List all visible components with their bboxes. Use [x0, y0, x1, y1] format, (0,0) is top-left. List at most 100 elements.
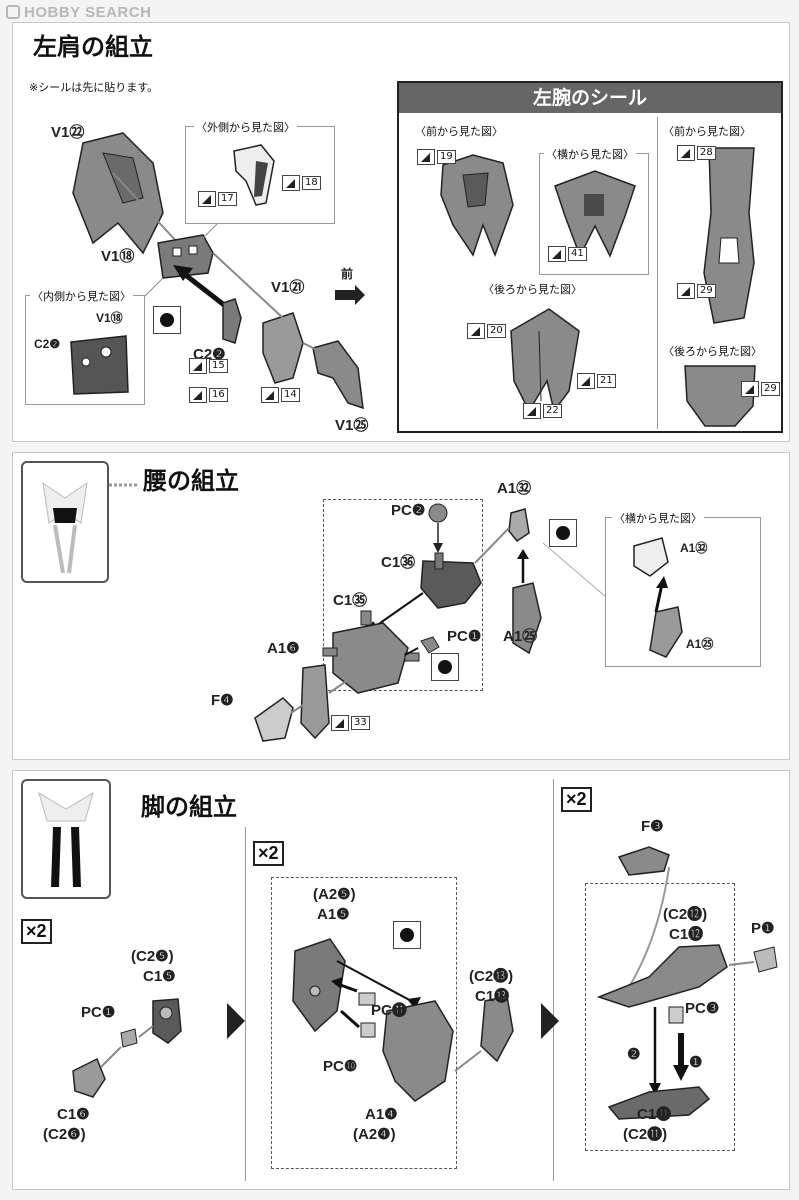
part-f3: [617, 846, 670, 876]
sticker-29-back: 29: [741, 381, 780, 397]
label-step1-c2-6: (C2❻): [43, 1126, 86, 1143]
sticker-33: 33: [331, 715, 370, 731]
step-arrow-2: [541, 1003, 559, 1039]
section-legs: 脚の組立 ×2 ×2 ×2 (C2❺) C1❺ PC❶ C1❻ (C2❻) (A…: [12, 770, 790, 1190]
legs-step2-polycap-mark-icon: [393, 921, 421, 949]
part-pc2: [428, 503, 448, 523]
label-a1-32: A1㉜: [497, 480, 532, 497]
waist-polycap-mark-icon: [431, 653, 459, 681]
legs-thumbnail-figure: [38, 791, 94, 887]
label-c1-36: C1㊱: [381, 554, 416, 571]
legs-step2-diagram: [292, 938, 514, 1102]
part-p1: [753, 946, 778, 973]
part-v1-25: [312, 340, 364, 410]
waist-pointer: [109, 483, 139, 487]
part-pc1-leg: [120, 1028, 138, 1048]
left-arm-sticker-title: 左腕のシール: [399, 83, 781, 113]
sticker-icon: [189, 358, 207, 374]
sticker-21: 21: [577, 373, 616, 389]
left-shoulder-diagram: [72, 132, 365, 410]
sticker-28: 28: [677, 145, 716, 161]
seal-back-view-part: [510, 308, 580, 413]
legs-step3-x2: ×2: [561, 787, 592, 812]
label-step3-c1-12: C1⓬: [669, 926, 704, 943]
label-f4: F❹: [211, 692, 234, 709]
seal-back-view-caption: 〈後ろから見た図〉: [481, 281, 584, 297]
section-title-legs: 脚の組立: [141, 792, 237, 821]
part-v1-18-hole2: [188, 245, 198, 255]
label-step2-c2-13: (C2⓭): [469, 968, 514, 985]
sticker-15: 15: [189, 358, 228, 374]
label-c1-35: C1㉟: [333, 592, 368, 609]
part-v1-22: [72, 132, 164, 255]
sticker-41: 41: [548, 246, 587, 262]
part-a1-25: [512, 582, 542, 655]
inner-view-caption: 〈内側から見た図〉: [30, 288, 133, 304]
side-label-a1-32: A1㉜: [680, 541, 708, 555]
label-step3-c2-11: (C2⓫): [623, 1126, 668, 1143]
part-pc1: [420, 636, 440, 654]
part-a1-5: [292, 938, 346, 1033]
legs-step3-diagram: [596, 846, 778, 1120]
seal-arm-back-view-caption: 〈後ろから見た図〉: [661, 343, 764, 359]
label-step3-f3: F❸: [641, 818, 664, 835]
waist-side-view-box: 〈横から見た図〉 A1㉜ A1㉕: [605, 510, 761, 667]
legs-thumbnail: [21, 779, 111, 899]
sticker-22: 22: [523, 403, 562, 419]
label-step1-c1-5: C1❺: [143, 968, 176, 985]
guide-line-v1-25: [302, 342, 324, 354]
outer-view-part: [233, 144, 275, 206]
part-c1-6: [72, 1057, 106, 1098]
inner-label-v1-18: V1⑱: [96, 311, 123, 325]
section-waist: 腰の組立 PC❷ C1㊱: [12, 452, 790, 760]
sticker-icon: [417, 149, 435, 165]
seal-arm-front-part: [703, 147, 755, 324]
part-a1-6: [300, 664, 330, 740]
waist-side-view-part: [633, 537, 683, 658]
part-a1-32: [508, 508, 530, 543]
sticker-18: 18: [282, 175, 321, 191]
sticker-icon: [548, 246, 566, 262]
label-pc2: PC❷: [391, 502, 426, 519]
polycap-mark-icon: [153, 306, 181, 334]
sticker-20: 20: [467, 323, 506, 339]
part-v1-18-hole: [172, 247, 182, 257]
label-step3-c1-11: C1⓫: [637, 1106, 672, 1123]
seal-front-view-part: [440, 154, 514, 258]
sticker-17: 17: [198, 191, 237, 207]
label-step3-order2: ❷: [627, 1046, 641, 1063]
part-v1-18: [157, 234, 214, 279]
waist-thumbnail-figure: [42, 481, 88, 574]
part-pc3: [668, 1006, 684, 1024]
sticker-icon: [677, 145, 695, 161]
seal-arm-front-view-caption: 〈前から見た図〉: [661, 123, 753, 139]
label-step1-c1-6: C1❻: [57, 1106, 90, 1123]
label-v1-18: V1⑱: [101, 248, 135, 265]
front-direction-arrow: [335, 285, 365, 305]
label-a1-6: A1❻: [267, 640, 300, 657]
insert-arrow-head: [173, 265, 193, 281]
waist-thumbnail: [21, 461, 109, 583]
sticker-icon: [467, 323, 485, 339]
seal-side-view-box: 〈横から見た図〉 41: [539, 146, 649, 275]
sticker-19: 19: [417, 149, 456, 165]
sticker-icon: [523, 403, 541, 419]
part-c1-5: [152, 998, 182, 1044]
guide-line-v1-22: [112, 172, 179, 244]
label-step2-a1-5: A1❺: [317, 906, 350, 923]
label-step1-pc1: PC❶: [81, 1004, 116, 1021]
sticker-icon: [261, 387, 279, 403]
watermark-logo: HOBBY SEARCH: [6, 4, 151, 21]
label-step2-a2-4: (A2❹): [353, 1126, 396, 1143]
legs-step1-x2: ×2: [21, 919, 52, 944]
sticker-first-note: ※シールは先に貼ります。: [29, 81, 159, 94]
legs-step1-diagram: [72, 998, 182, 1098]
outer-view-caption: 〈外側から見た図〉: [194, 119, 297, 135]
part-pc10: [360, 1022, 376, 1038]
seal-arm-back-part: [684, 365, 756, 427]
inner-view-box: 〈内側から見た図〉 V1⑱ C2❷: [25, 288, 145, 405]
label-step3-c2-12: (C2⓬): [663, 906, 708, 923]
part-v1-21: [262, 312, 304, 384]
legs-divider-2: [553, 779, 554, 1181]
section-left-shoulder: 左肩の組立 ※シールは先に貼ります。 V1㉒ V1⑱ V1㉑ V1㉕ C2❷ 前: [12, 22, 790, 442]
